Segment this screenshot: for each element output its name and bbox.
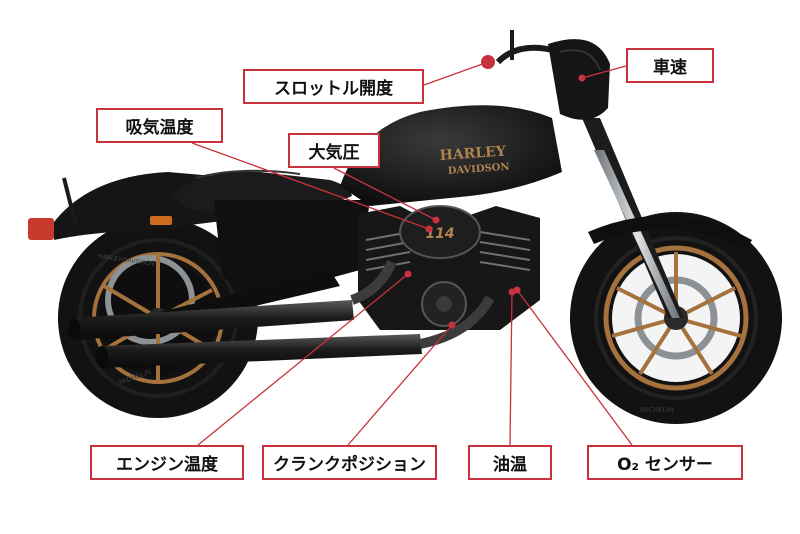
barometric-pressure-label: 大気圧 <box>288 133 380 168</box>
dot-engtemp <box>404 270 412 278</box>
dot-crank <box>448 321 456 329</box>
engine-badge: 114 <box>425 226 454 242</box>
front-fork <box>582 118 752 318</box>
o2-sensor-label: O₂ センサー <box>587 445 743 480</box>
leader-throttle <box>423 61 489 86</box>
intake-air-temp-label: 吸気温度 <box>96 108 223 143</box>
vehicle-speed-label: 車速 <box>626 48 714 83</box>
leader-baro <box>333 167 437 221</box>
dot-o2 <box>513 286 521 294</box>
engine: 114 <box>358 205 540 330</box>
exhaust <box>68 259 495 368</box>
leader-lines <box>191 61 633 446</box>
crank-position-label: クランクポジション <box>262 445 437 480</box>
dot-speed <box>578 74 586 82</box>
leader-o2 <box>516 289 633 446</box>
engine-temp-label: エンジン温度 <box>90 445 244 480</box>
leader-dots <box>404 58 586 329</box>
leader-speed <box>581 65 627 79</box>
leader-oil <box>509 291 513 446</box>
leader-intake <box>191 142 430 230</box>
tank-brand-top: HARLEY <box>439 143 507 164</box>
leader-crank <box>347 324 453 446</box>
dot-intake <box>425 225 433 233</box>
oil-temp-label: 油温 <box>468 445 552 480</box>
frame: HARLEY-DAVIDSON HARLEY DAVIDSON <box>28 30 610 326</box>
throttle-position-label: スロットル開度 <box>243 69 424 104</box>
leader-engtemp <box>197 273 409 446</box>
tank-brand-bottom: DAVIDSON <box>447 162 510 177</box>
dot-throttle <box>484 58 492 66</box>
dot-baro <box>432 216 440 224</box>
front-tire-text: MICHELIN <box>640 406 674 414</box>
